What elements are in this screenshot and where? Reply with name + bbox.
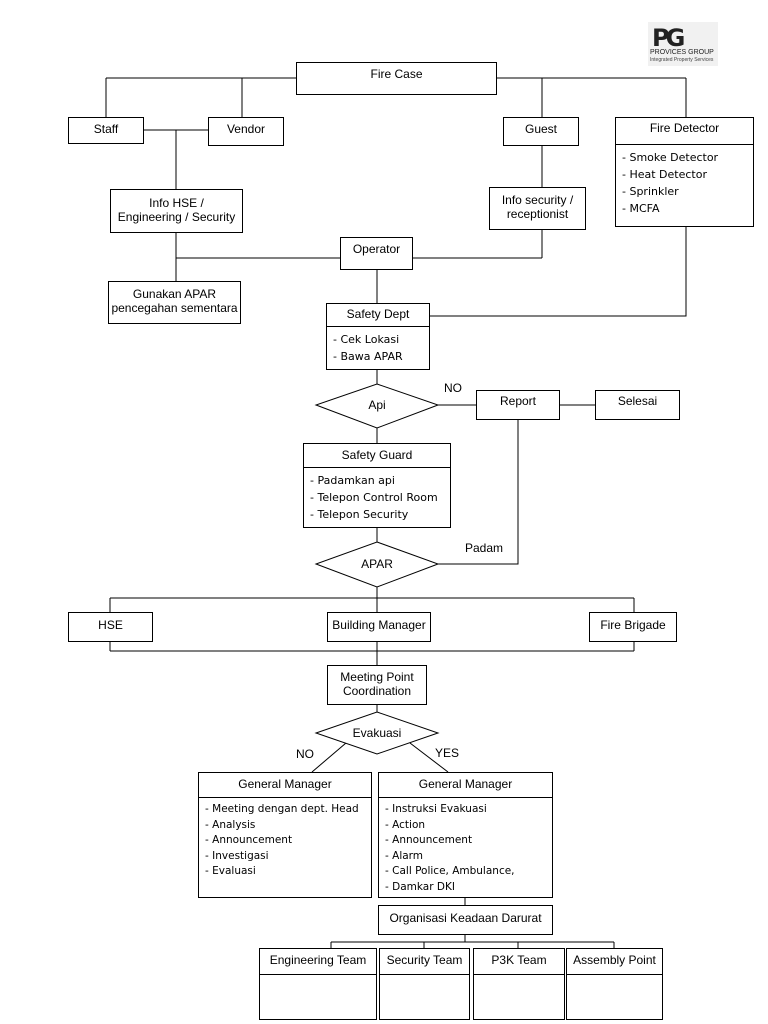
fire-detector-box: Fire Detector Smoke Detector Heat Detect…: [615, 117, 754, 227]
safety-guard-title: Safety Guard: [341, 448, 413, 462]
connector: [430, 227, 687, 317]
list-item: Meeting dengan dept. Head: [205, 802, 365, 818]
gm-no-title: General Manager: [238, 777, 332, 791]
logo-mark: PG: [652, 24, 685, 52]
evakuasi-diamond: [314, 711, 440, 755]
logo-name: PROVICES GROUP: [650, 49, 714, 56]
p3k-team-box: P3K Team: [473, 948, 565, 1020]
list-item: Investigasi: [205, 849, 365, 865]
p3k-team-label: P3K Team: [491, 953, 547, 967]
safety-guard-list: Padamkan api Telepon Control Room Telepo…: [304, 468, 450, 523]
evakuasi-label: Evakuasi: [352, 726, 402, 740]
api-diamond: [314, 383, 440, 429]
list-item: Action: [385, 818, 546, 834]
list-item: Padamkan api: [310, 472, 444, 489]
info-security-line2: receptionist: [506, 207, 569, 221]
gunakan-apar-line2: pencegahan sementara: [111, 301, 238, 315]
info-hse-line2: Engineering / Security: [117, 210, 236, 224]
meeting-point-line2: Coordination: [342, 684, 412, 698]
info-hse-line1: Info HSE /: [149, 196, 204, 210]
meeting-point-line1: Meeting Point: [340, 670, 414, 684]
info-security-line1: Info security /: [501, 193, 574, 207]
safety-guard-box: Safety Guard Padamkan api Telepon Contro…: [303, 443, 451, 528]
list-item: Announcement: [205, 833, 365, 849]
list-item: Bawa APAR: [333, 348, 423, 365]
list-item: Telepon Security: [310, 506, 444, 523]
assembly-point-box: Assembly Point: [566, 948, 663, 1020]
safety-dept-box: Safety Dept Cek Lokasi Bawa APAR: [326, 303, 430, 370]
list-item: Alarm: [385, 849, 546, 865]
fire-detector-title: Fire Detector: [649, 121, 720, 135]
hse-box: HSE: [68, 612, 153, 642]
connector: [409, 742, 449, 773]
safety-dept-title: Safety Dept: [346, 307, 410, 321]
list-item: Analysis: [205, 818, 365, 834]
api-label: Api: [368, 398, 386, 412]
selesai-label: Selesai: [617, 394, 658, 408]
building-manager-label: Building Manager: [332, 618, 426, 632]
connector: [438, 420, 519, 565]
gm-yes-title: General Manager: [418, 777, 513, 791]
gm-yes-box: General Manager Instruksi Evakuasi Actio…: [378, 772, 553, 898]
guest-label: Guest: [524, 122, 557, 136]
safety-dept-list: Cek Lokasi Bawa APAR: [327, 327, 429, 365]
vendor-box: Vendor: [208, 117, 284, 146]
operator-box: Operator: [340, 237, 413, 270]
organisasi-label: Organisasi Keadaan Darurat: [389, 911, 542, 925]
fire-detector-list: Smoke Detector Heat Detector Sprinkler M…: [616, 145, 753, 217]
vendor-label: Vendor: [226, 122, 266, 136]
gm-yes-list: Instruksi Evakuasi Action Announcement A…: [379, 798, 552, 895]
apar-diamond: [314, 541, 440, 588]
report-label: Report: [499, 394, 537, 408]
hse-label: HSE: [98, 618, 123, 632]
list-item: Damkar DKI: [385, 880, 546, 896]
padam-label: Padam: [465, 541, 504, 555]
list-item: Sprinkler: [622, 183, 747, 200]
api-no-label: NO: [444, 381, 462, 395]
list-item: Instruksi Evakuasi: [385, 802, 546, 818]
organisasi-box: Organisasi Keadaan Darurat: [378, 905, 553, 935]
evakuasi-yes-label: YES: [435, 746, 460, 760]
list-item: Heat Detector: [622, 166, 747, 183]
engineering-team-label: Engineering Team: [269, 953, 367, 967]
list-item: Call Police, Ambulance,: [385, 864, 546, 880]
list-item: Smoke Detector: [622, 149, 747, 166]
fire-brigade-box: Fire Brigade: [589, 612, 677, 642]
gunakan-apar-box: Gunakan APAR pencegahan sementara: [108, 281, 241, 324]
report-box: Report: [476, 390, 560, 420]
fire-case-label: Fire Case: [370, 67, 423, 81]
connector: [311, 742, 347, 773]
assembly-point-label: Assembly Point: [573, 953, 656, 967]
list-item: Announcement: [385, 833, 546, 849]
evakuasi-no-label: NO: [296, 747, 314, 761]
operator-label: Operator: [352, 242, 401, 256]
gm-no-box: General Manager Meeting dengan dept. Hea…: [198, 772, 372, 898]
info-hse-box: Info HSE / Engineering / Security: [110, 189, 243, 233]
list-item: MCFA: [622, 200, 747, 217]
engineering-team-box: Engineering Team: [259, 948, 377, 1020]
fire-case-box: Fire Case: [296, 62, 497, 95]
info-security-box: Info security / receptionist: [489, 187, 586, 230]
fire-brigade-label: Fire Brigade: [600, 618, 666, 632]
building-manager-box: Building Manager: [327, 612, 431, 642]
security-team-box: Security Team: [379, 948, 470, 1020]
security-team-label: Security Team: [386, 953, 463, 967]
guest-box: Guest: [503, 117, 579, 146]
staff-label: Staff: [93, 122, 119, 136]
staff-box: Staff: [68, 117, 144, 144]
logo-tagline: Integrated Property Services: [650, 57, 714, 63]
apar-label: APAR: [361, 557, 393, 571]
list-item: Evaluasi: [205, 864, 365, 880]
list-item: Telepon Control Room: [310, 489, 444, 506]
selesai-box: Selesai: [595, 390, 680, 420]
list-item: Cek Lokasi: [333, 331, 423, 348]
gunakan-apar-line1: Gunakan APAR: [132, 287, 217, 301]
gm-no-list: Meeting dengan dept. Head Analysis Annou…: [199, 798, 371, 880]
provices-group-logo: PG PROVICES GROUP Integrated Property Se…: [648, 22, 718, 66]
meeting-point-box: Meeting Point Coordination: [327, 665, 427, 705]
